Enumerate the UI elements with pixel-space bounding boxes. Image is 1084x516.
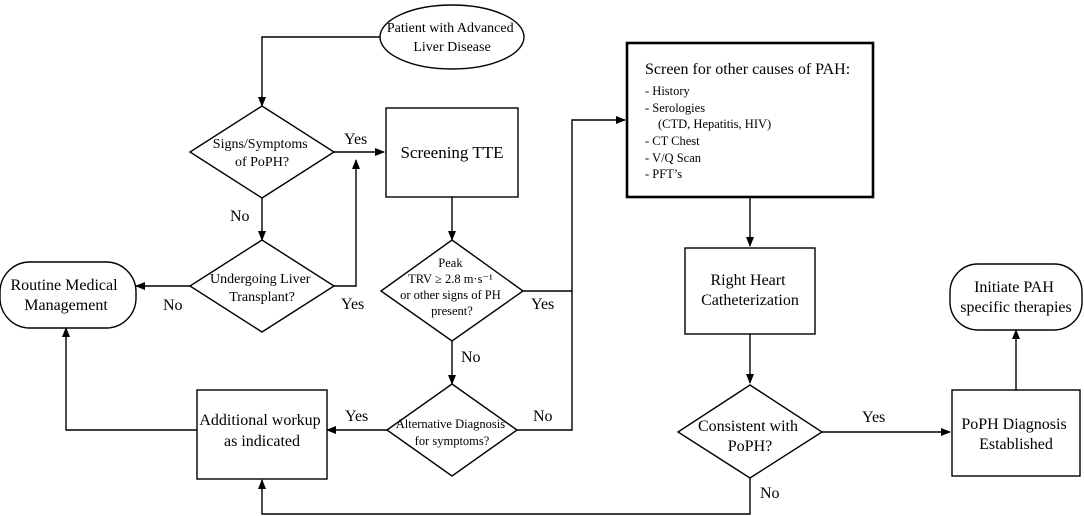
label-altdx-yes: Yes — [345, 408, 368, 425]
screen-box — [625, 41, 875, 199]
consistent-diamond — [676, 384, 824, 479]
trv-line-2: TRV ≥ 2.8 m·s⁻¹ — [408, 272, 493, 286]
node-altdx: Alternative Diagnosis for symptoms? — [385, 383, 519, 477]
signs-diamond — [188, 105, 336, 199]
transplant-line-2: Transplant? — [229, 290, 295, 305]
edge-transplant-to-tte — [334, 159, 360, 287]
workup-line-1: Additional workup — [199, 412, 320, 429]
node-tte: Screening TTE — [385, 107, 519, 198]
label-transplant-yes: Yes — [341, 296, 364, 313]
trv-line-3: or other signs of PH — [400, 288, 501, 302]
node-trv: Peak TRV ≥ 2.8 m·s⁻¹ or other signs of P… — [379, 239, 525, 342]
svg-text:Consistent with PoPH?: Consistent with PoPH? — [698, 418, 802, 455]
svg-text:Initiate PAH specific th: Initiate PAH specific therapies — [960, 279, 1072, 316]
svg-text:Screening TTE: Screening TTE — [400, 143, 503, 162]
screen-item-ct-chest: - CT Chest — [645, 134, 700, 148]
start-oval — [379, 4, 525, 70]
svg-text:Alternative Diagnosis fo: Alternative Diagnosis for symptoms? — [396, 417, 508, 448]
routine-box — [0, 261, 137, 329]
svg-text:Screen for other causes of PAH: Screen for other causes of PAH: — [645, 61, 850, 78]
rhc-line-2: Catheterization — [701, 292, 799, 309]
node-signs: Signs/Symptoms of PoPH? — [188, 105, 336, 199]
edge-altdx-to-screen — [517, 291, 573, 431]
consistent-line-1: Consistent with — [698, 418, 798, 435]
svg-text:Signs/Symptoms of PoPH?: Signs/Symptoms of PoPH? — [213, 137, 311, 170]
established-line-2: Established — [979, 436, 1053, 453]
label-signs-no: No — [230, 208, 250, 225]
label-consistent-no: No — [760, 485, 780, 502]
screen-item-pfts: - PFT’s — [645, 167, 682, 181]
label-trv-no: No — [461, 349, 481, 366]
node-start: Patient with Advanced Liver Disease — [379, 4, 525, 70]
transplant-line-1: Undergoing Liver — [210, 272, 311, 287]
workup-box — [196, 389, 328, 480]
node-screen: Screen for other causes of PAH: - Histor… — [625, 41, 875, 199]
node-routine: Routine Medical Management — [0, 261, 137, 329]
node-rhc: Right Heart Catheterization — [684, 247, 816, 335]
edges — [62, 36, 1020, 515]
label-transplant-no: No — [163, 297, 183, 314]
svg-text:- History - Serologies: - History - Serologies (CTD, Hepatitis, … — [645, 84, 774, 181]
screen-title: Screen for other causes of PAH: — [645, 61, 850, 78]
trv-line-4: present? — [431, 304, 473, 318]
routine-line-1: Routine Medical — [10, 277, 118, 294]
edge-start-to-signs — [258, 36, 380, 107]
rhc-box — [684, 247, 816, 335]
rhc-line-1: Right Heart — [710, 272, 786, 289]
edge-trv-to-screen — [523, 116, 626, 292]
trv-line-1: Peak — [438, 256, 463, 270]
svg-text:PoPH Diagnosis Establish: PoPH Diagnosis Established — [961, 416, 1070, 453]
signs-line-2: of PoPH? — [235, 155, 289, 170]
edge-workup-to-routine — [62, 327, 197, 431]
tte-line-1: Screening TTE — [400, 143, 503, 162]
node-transplant: Undergoing Liver Transplant? — [188, 239, 336, 333]
screen-item-serologies: - Serologies — [645, 101, 705, 115]
altdx-diamond — [385, 383, 519, 477]
svg-text:Peak TRV ≥ 2.8 m·s⁻¹: Peak TRV ≥ 2.8 m·s⁻¹ or other signs of P… — [400, 256, 504, 318]
initiate-line-1: Initiate PAH — [974, 279, 1054, 296]
svg-text:Patient with Advanced Li: Patient with Advanced Liver Disease — [387, 21, 517, 55]
routine-line-2: Management — [24, 297, 108, 314]
altdx-line-1: Alternative Diagnosis — [396, 417, 505, 431]
node-workup: Additional workup as indicated — [196, 389, 328, 480]
workup-line-2: as indicated — [224, 433, 300, 450]
altdx-line-2: for symptoms? — [415, 434, 490, 448]
start-line-1: Patient with Advanced — [387, 21, 514, 36]
node-established: PoPH Diagnosis Established — [951, 389, 1081, 477]
signs-line-1: Signs/Symptoms — [213, 137, 308, 152]
screen-item-serologies-detail: (CTD, Hepatitis, HIV) — [658, 117, 771, 131]
start-line-2: Liver Disease — [413, 40, 490, 55]
svg-text:Right Heart Catheterizat: Right Heart Catheterization — [701, 272, 799, 309]
svg-text:Undergoing Liver Transpl: Undergoing Liver Transplant? — [210, 272, 314, 305]
label-trv-yes: Yes — [531, 296, 554, 313]
screen-item-history: - History — [645, 84, 691, 98]
label-consistent-yes: Yes — [862, 409, 885, 426]
established-box — [951, 389, 1081, 477]
label-altdx-no: No — [533, 408, 553, 425]
node-initiate: Initiate PAH specific therapies — [949, 263, 1083, 331]
edge-labels: Yes No Yes No Yes No Yes No Yes No — [163, 131, 885, 502]
transplant-diamond — [188, 239, 336, 333]
initiate-line-2: specific therapies — [960, 299, 1072, 316]
svg-text:Routine Medical Manageme: Routine Medical Management — [10, 277, 121, 314]
node-consistent: Consistent with PoPH? — [676, 384, 824, 479]
trv-diamond — [379, 239, 525, 342]
consistent-line-2: PoPH? — [728, 438, 772, 455]
screen-item-vq-scan: - V/Q Scan — [645, 151, 702, 165]
svg-text:Additional workup as ind: Additional workup as indicated — [199, 412, 324, 450]
initiate-box — [949, 263, 1083, 331]
tte-box — [385, 107, 519, 198]
established-line-1: PoPH Diagnosis — [961, 416, 1066, 433]
edge-consistent-to-workup — [258, 478, 751, 515]
label-signs-yes: Yes — [344, 131, 367, 148]
